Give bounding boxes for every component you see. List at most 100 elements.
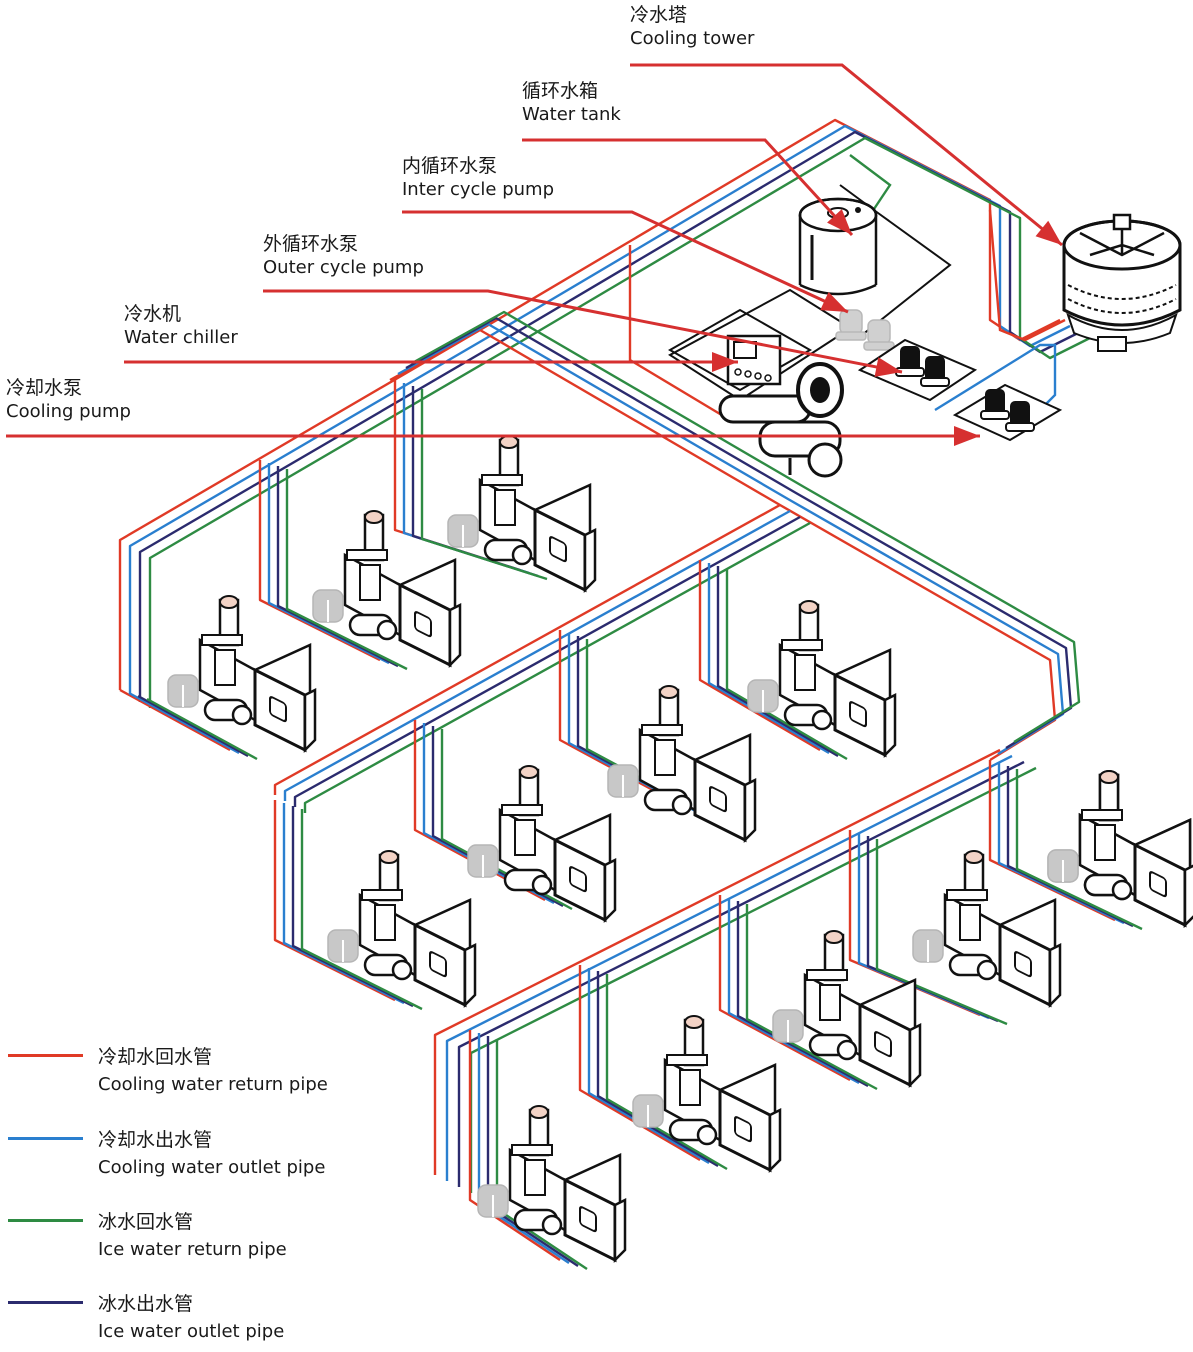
row4-trunk-ice-outlet-pipe xyxy=(457,760,1025,1187)
cooling-tower-icon xyxy=(1062,213,1182,352)
water-chiller-icon xyxy=(667,308,844,478)
branch-1-ice-outlet-pipe xyxy=(137,694,249,758)
branch-10-ice-outlet-pipe xyxy=(736,901,869,1088)
arrowhead-icon xyxy=(954,426,980,446)
main-trunk-cooling-return-pipe xyxy=(118,118,1061,690)
callout-zh: 循环水箱 xyxy=(522,80,599,102)
branch-1-ice-return-pipe xyxy=(146,697,258,761)
branch-5-cooling-return-pipe xyxy=(558,630,691,812)
branch-11-cooling-return-pipe xyxy=(578,965,701,1162)
injection-machine xyxy=(632,1015,782,1174)
row4-trunk-cooling-return-pipe xyxy=(433,748,1001,1175)
branch-6-ice-return-pipe xyxy=(725,569,848,761)
arrowhead-icon xyxy=(1035,220,1062,245)
branch-3-ice-return-pipe xyxy=(420,389,548,581)
branch-7-cooling-outlet-pipe xyxy=(282,803,405,1005)
cooling-pump-leader xyxy=(6,426,980,446)
arrowhead-icon xyxy=(820,292,848,312)
legend-zh: 冰水出水管 xyxy=(98,1293,194,1315)
legend-en: Ice water outlet pipe xyxy=(98,1320,285,1342)
callout-zh: 冷却水泵 xyxy=(6,377,83,399)
branch-10-cooling-return-pipe xyxy=(718,895,851,1082)
legend-swatch xyxy=(8,1219,83,1222)
branch-11-ice-return-pipe xyxy=(605,974,728,1171)
legend-swatch xyxy=(8,1301,83,1304)
tank-feed-pipe xyxy=(849,154,892,216)
legend-zh: 冰水回水管 xyxy=(98,1211,194,1233)
arrowhead-icon xyxy=(874,357,902,377)
water-tank-leader xyxy=(522,138,854,237)
branch-2-cooling-return-pipe xyxy=(258,460,381,662)
callout-en: Water chiller xyxy=(124,326,238,348)
cross-trunk-ice-return-pipe xyxy=(413,310,1081,744)
branch-4-cooling-return-pipe xyxy=(413,720,546,902)
callout-outer-cycle-pump: 外循环水泵 Outer cycle pump xyxy=(263,233,424,279)
injection-machine xyxy=(772,930,922,1089)
injection-machine xyxy=(447,435,597,594)
injection-machine xyxy=(327,850,477,1009)
branch-10-ice-return-pipe xyxy=(745,904,878,1091)
inter-cycle-pump-icon xyxy=(835,309,895,351)
pipe-network xyxy=(118,118,1143,1270)
tower-outlet-pipe xyxy=(934,343,1057,412)
callout-leaders xyxy=(6,63,1063,446)
callout-inter-cycle-pump: 内循环水泵 Inter cycle pump xyxy=(402,155,554,201)
tower-return-pipe xyxy=(988,209,1066,342)
branch-2-cooling-outlet-pipe xyxy=(267,463,390,665)
branch-11-ice-outlet-pipe xyxy=(596,971,719,1168)
branch-6-cooling-return-pipe xyxy=(698,560,821,752)
branch-8-ice-return-pipe xyxy=(1015,769,1143,931)
callout-en: Cooling pump xyxy=(6,400,131,422)
row2-trunk-cooling-return-pipe xyxy=(273,503,781,795)
injection-machine xyxy=(1047,770,1193,929)
legend-swatch xyxy=(8,1054,83,1057)
branch-6-ice-outlet-pipe xyxy=(716,566,839,758)
water-chiller-leader xyxy=(124,352,738,372)
injection-machine xyxy=(607,685,757,844)
callout-cooling-tower: 冷水塔 Cooling tower xyxy=(630,4,754,50)
row2-trunk-cooling-outlet-pipe xyxy=(283,509,791,801)
callout-zh: 冷水机 xyxy=(124,303,182,325)
branch-11-cooling-outlet-pipe xyxy=(587,968,710,1165)
branch-7-ice-return-pipe xyxy=(300,809,423,1011)
molding-machines xyxy=(167,435,1193,1264)
callout-en: Cooling tower xyxy=(630,27,755,49)
branch-6-cooling-outlet-pipe xyxy=(707,563,830,755)
main-trunk-ice-return-pipe xyxy=(148,136,1091,708)
arrowhead-icon xyxy=(712,352,738,372)
legend-zh: 冷却水出水管 xyxy=(98,1129,213,1151)
injection-machine xyxy=(467,765,617,924)
injection-machine xyxy=(167,595,317,754)
legend-en: Cooling water outlet pipe xyxy=(98,1156,326,1178)
callout-en: Water tank xyxy=(522,103,621,125)
branch-2-ice-outlet-pipe xyxy=(276,466,399,668)
inter-cycle-pump-leader xyxy=(402,210,849,314)
legend-en: Cooling water return pipe xyxy=(98,1073,328,1095)
callout-cooling-pump: 冷却水泵 Cooling pump xyxy=(6,377,131,423)
branch-7-ice-outlet-pipe xyxy=(291,806,414,1008)
injection-machine xyxy=(312,510,462,669)
injection-machine xyxy=(912,850,1062,1009)
callout-en: Inter cycle pump xyxy=(402,178,555,200)
row2-trunk-ice-outlet-pipe xyxy=(293,515,801,807)
cooling-tower-leader xyxy=(630,63,1063,247)
injection-machine xyxy=(747,600,897,759)
branch-7-cooling-return-pipe xyxy=(273,800,396,1002)
arrowhead-icon xyxy=(827,209,852,235)
chiller-feed-pipe xyxy=(628,245,731,422)
branch-9-ice-return-pipe xyxy=(875,839,1008,1026)
branch-1-cooling-return-pipe xyxy=(119,688,231,752)
branch-12-cooling-return-pipe xyxy=(468,1030,561,1261)
callout-en: Outer cycle pump xyxy=(263,256,424,278)
main-trunk-ice-outlet-pipe xyxy=(138,130,1081,702)
callout-zh: 内循环水泵 xyxy=(402,155,498,177)
legend-en: Ice water return pipe xyxy=(98,1238,287,1260)
callout-water-tank: 循环水箱 Water tank xyxy=(522,80,621,126)
injection-machine xyxy=(477,1105,627,1264)
outer-cycle-pump-leader xyxy=(263,289,903,377)
branch-2-ice-return-pipe xyxy=(285,469,408,671)
central-equipment xyxy=(667,184,1182,478)
callout-zh: 外循环水泵 xyxy=(263,233,359,255)
legend-swatch xyxy=(8,1137,83,1140)
